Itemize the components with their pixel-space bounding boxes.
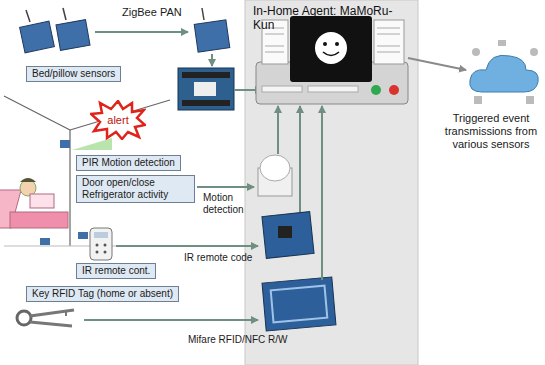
box-text: Key RFID Tag (home or absent) (32, 288, 173, 300)
agent-panel-node: In-Home Agent: MaMoRu-Kun (245, 0, 418, 365)
arrow-label: Motion detection (203, 192, 251, 216)
sensor-label-box: Bed/pillow sensors (26, 66, 121, 82)
arrow-label: Mifare RFID/NFC R/W (188, 334, 298, 346)
arrow-label: IR remote code (184, 252, 256, 264)
sensor-label-box: IR remote cont. (76, 263, 156, 279)
box-text: Bed/pillow sensors (32, 68, 115, 80)
bedroom-illustration (0, 96, 170, 246)
keys (17, 310, 258, 326)
sensor-label-box: PIR Motion detection (76, 155, 181, 171)
sensor-label-box: Door open/close Refrigerator activity (76, 175, 195, 203)
ir-receiver (262, 212, 314, 259)
box-text: Door open/close Refrigerator activity (82, 177, 189, 201)
box-text: PIR Motion detection (82, 157, 175, 169)
agent-panel (245, 0, 418, 365)
alert-burst: alert (90, 100, 146, 140)
alert-text: alert (107, 114, 128, 126)
rfid-reader (262, 277, 336, 331)
cloud-caption: Triggered event transmissions from vario… (440, 112, 542, 151)
cloud-icon (470, 40, 539, 104)
sensor-label-box: Key RFID Tag (home or absent) (26, 286, 179, 302)
panel-title: In-Home Agent: MaMoRu-Kun (253, 4, 410, 32)
arduino-board (178, 68, 262, 110)
box-text: IR remote cont. (82, 265, 150, 277)
agent-device (256, 16, 466, 104)
protocol-label: ZigBee PAN (122, 6, 192, 19)
pir-sensor (258, 155, 292, 196)
